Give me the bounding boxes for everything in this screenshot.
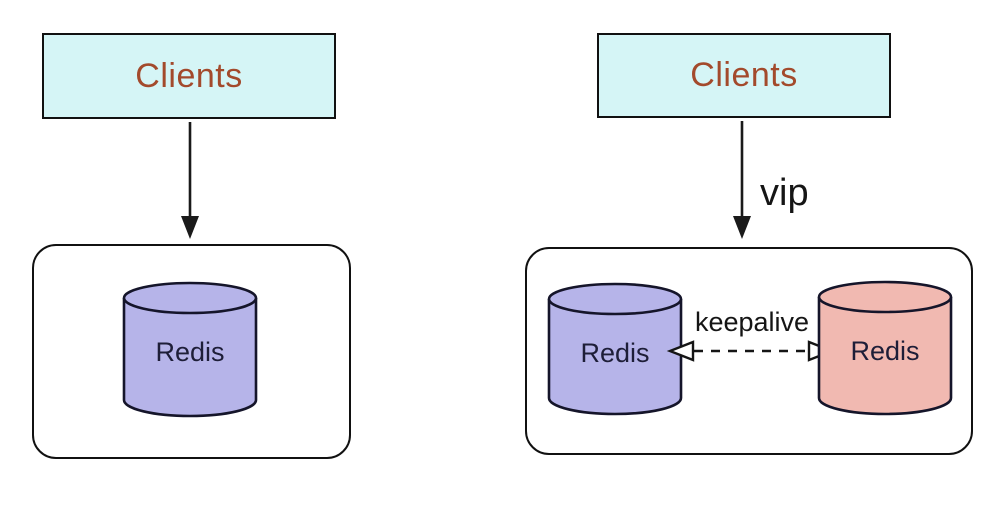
redis-label: Redis (850, 336, 920, 366)
clients-box-left: Clients (42, 33, 336, 119)
keepalive-link-icon (666, 340, 836, 362)
redis-cylinder-icon: Redis (547, 282, 683, 416)
vip-label: vip (760, 172, 809, 214)
down-arrow-icon (733, 121, 751, 239)
redis-label: Redis (580, 338, 650, 368)
clients-box-right: Clients (597, 33, 891, 118)
redis-cylinder-icon: Redis (122, 281, 258, 418)
keepalive-label: keepalive (694, 307, 810, 337)
redis-cylinder-icon: Redis (817, 280, 953, 416)
down-arrow-icon (181, 122, 199, 239)
redis-label: Redis (155, 337, 225, 367)
clients-label: Clients (135, 56, 243, 95)
clients-label: Clients (690, 56, 798, 94)
